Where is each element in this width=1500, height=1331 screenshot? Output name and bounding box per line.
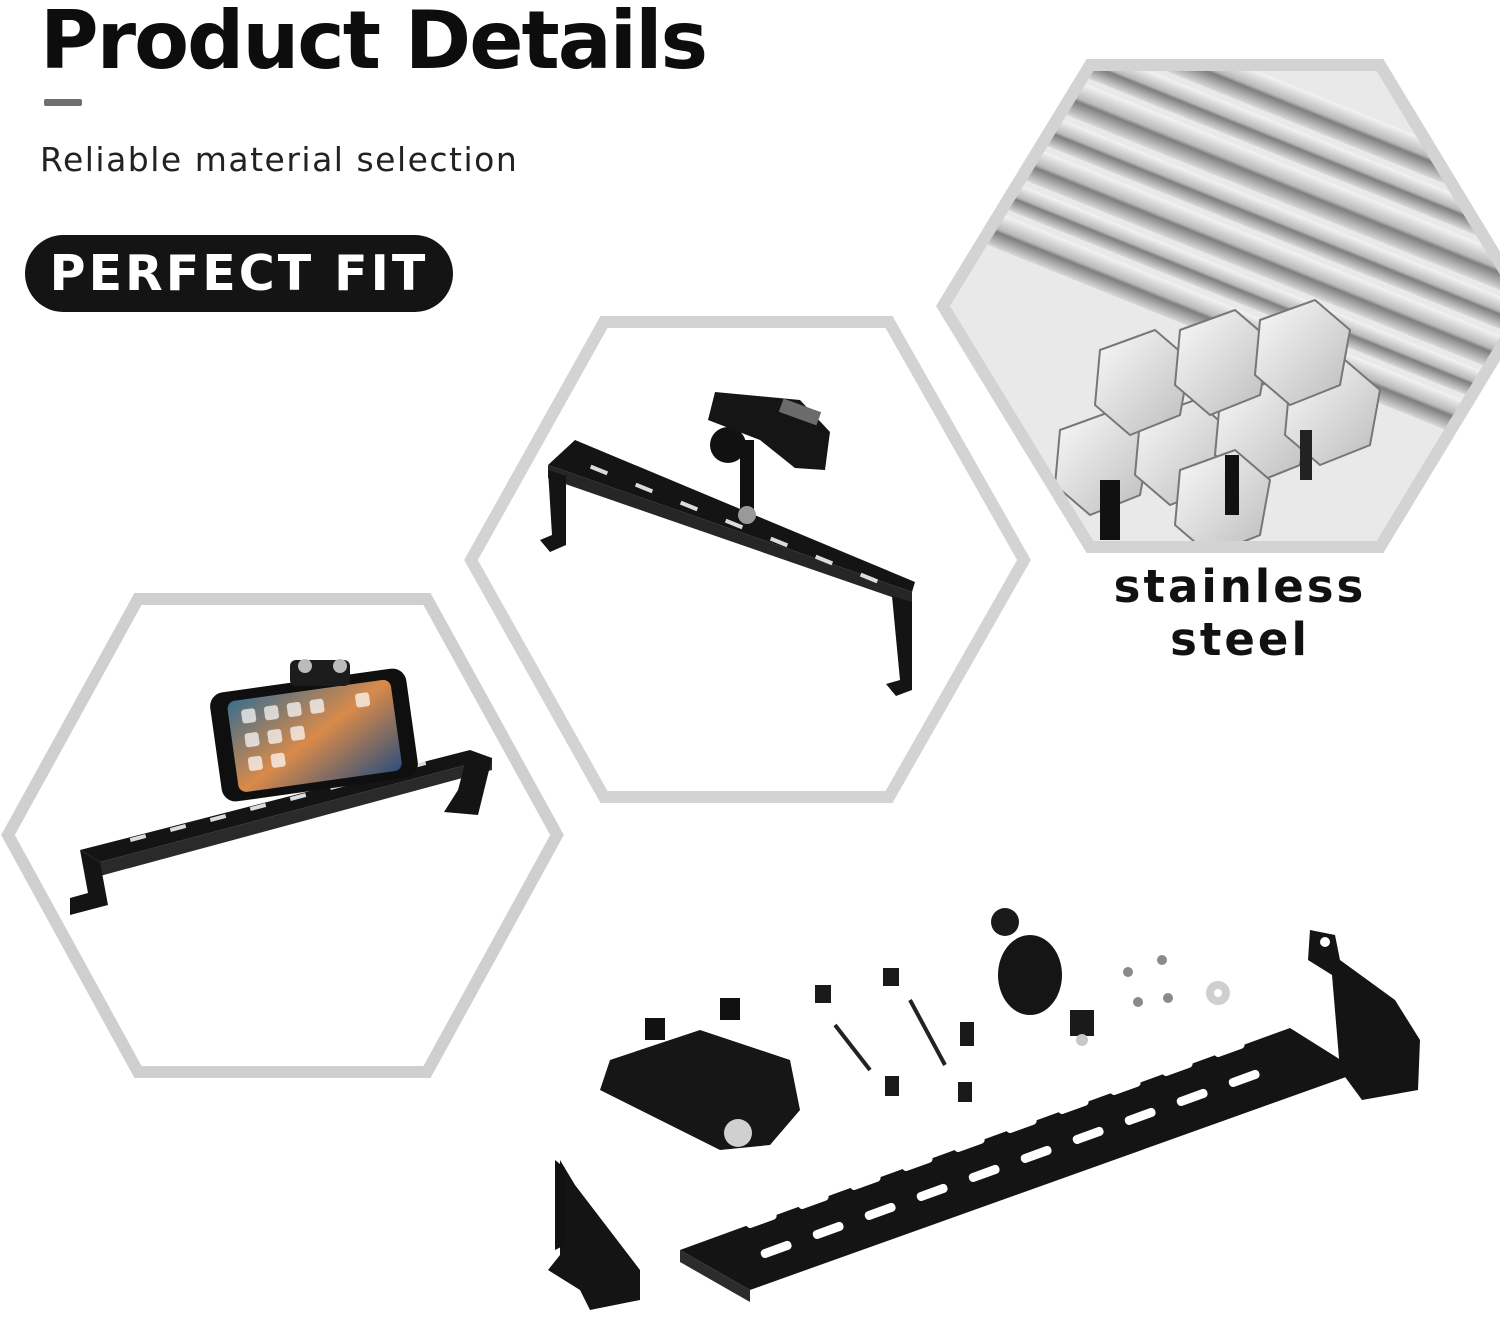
badge-label: PERFECT FIT — [49, 245, 429, 302]
kit-parts — [548, 908, 1420, 1310]
title-underline — [44, 99, 82, 106]
hexagon-frame-left — [1, 593, 564, 1078]
subtitle: Reliable material selection — [40, 140, 519, 179]
material-caption: stainless steel — [1113, 560, 1367, 666]
perfect-fit-badge: PERFECT FIT — [25, 235, 453, 312]
hexagon-frame-center — [464, 316, 1031, 803]
assembled-mount-with-holder — [540, 392, 915, 696]
assembled-mount-with-phone — [70, 659, 492, 915]
page-title: Product Details — [40, 0, 708, 87]
stainless-steel-photo — [935, 59, 1500, 553]
